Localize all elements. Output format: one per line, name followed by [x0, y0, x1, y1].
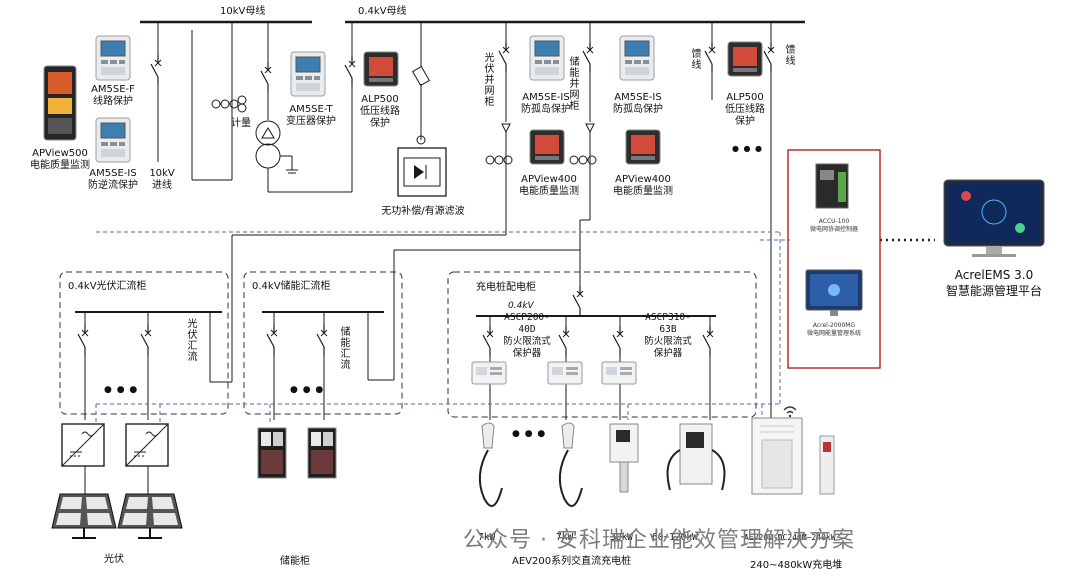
am5se-is-pv-label: AM5SE-IS 防孤岛保护 [521, 92, 571, 115]
accu-name: ACCU-100 [818, 218, 850, 225]
charging-stack [751, 417, 803, 495]
alp500-right-label: ALP500 低压线路 保护 [725, 92, 765, 127]
ac-pile-7kw-a [478, 422, 503, 507]
bus-04kv-label: 0.4kV母线 [358, 6, 407, 17]
ac-pile-7kw-b [558, 422, 583, 507]
ascp310-label: ASCP310- 63B 防火限流式 保护器 [644, 312, 692, 359]
pv-grid-cab-label: 光伏并网柜 [482, 52, 493, 107]
metering-label: 计量 [231, 118, 251, 129]
storage-dots: ● ● ● [290, 385, 325, 395]
accu-100-device [815, 163, 849, 209]
watermark-text: 公众号 · 安科瑞企业能效管理解决方案 [463, 528, 855, 553]
am5se-is-storage-label: AM5SE-IS 防孤岛保护 [613, 92, 663, 115]
am5se-t-label: AM5SE-T 变压器保护 [286, 104, 336, 127]
reactive-comp-label: 无功补偿/有源滤波 [381, 206, 465, 217]
ems-monitor [943, 179, 1045, 257]
pv-bottom-label: 光伏 [104, 554, 124, 565]
power-7kw-a: 7kW [478, 532, 496, 543]
storage-bottom-label: 储能柜 [280, 556, 310, 567]
feeder-dots: ● ● ● [732, 144, 764, 153]
charge-stack-label: 240~480kW充电堆 [750, 560, 843, 571]
apview500-label: APView500 电能质量监测 [30, 148, 90, 171]
apview400-storage-label: APView400 电能质量监测 [613, 174, 673, 197]
storage-grid-cab-label: 储能并网柜 [567, 56, 578, 111]
aev200-dc-label: AEV200-DC240M~240kW [744, 533, 836, 542]
bus-10kv-label: 10kV母线 [220, 6, 266, 17]
wifi-icon [783, 406, 797, 418]
storage-combiner-title: 0.4kV储能汇流柜 [252, 281, 331, 292]
am5se-is-left-label: AM5SE-IS 防逆流保护 [88, 168, 138, 191]
apview500-device [43, 65, 77, 141]
pv-dots: ● ● ● [104, 385, 139, 395]
apview400-pv-label: APView400 电能质量监测 [519, 174, 579, 197]
am5se-f-label: AM5SE-F 线路保护 [91, 84, 135, 107]
charging-dots: ● ● ● [512, 429, 547, 439]
ascp200-label: ASCP200- 40D 防火限流式 保护器 [503, 312, 551, 359]
pv-combiner-label: 光伏汇流 [185, 318, 196, 362]
power-7kw-b: 7kW [556, 532, 574, 543]
storage-combiner-label: 储能汇流 [338, 326, 349, 370]
power-60-120kw: 60~120kW [652, 532, 698, 543]
pv-combiner-title: 0.4kV光伏汇流柜 [68, 281, 147, 292]
feeder1-label: 馈线 [689, 48, 700, 70]
dc-pile-30kw [609, 423, 639, 493]
accu-desc: 微电网协调控制器 [809, 226, 858, 233]
ems-desc: 智慧能源管理平台 [945, 284, 1042, 298]
charging-bus-label: 0.4kV [508, 301, 534, 311]
charging-cab-title: 充电桩配电柜 [476, 282, 536, 293]
ac-piles-label: AEV200系列交直流充电桩 [512, 556, 632, 567]
incoming-10kv-label: 10kV 进线 [149, 168, 175, 191]
acrel-2000mg-device [805, 269, 863, 316]
charging-terminal [819, 435, 835, 495]
dc-pile-60-120kw [666, 423, 726, 491]
alp500-left-label: ALP500 低压线路 保护 [360, 94, 400, 129]
ems-name: AcrelEMS 3.0 [954, 268, 1034, 282]
acrel-desc: 微电网能量管理系统 [806, 330, 861, 337]
acrel-name: Acrel-2000MG [812, 322, 856, 329]
power-30kw: 30kW [610, 532, 633, 543]
feeder2-label: 馈线 [783, 44, 794, 66]
